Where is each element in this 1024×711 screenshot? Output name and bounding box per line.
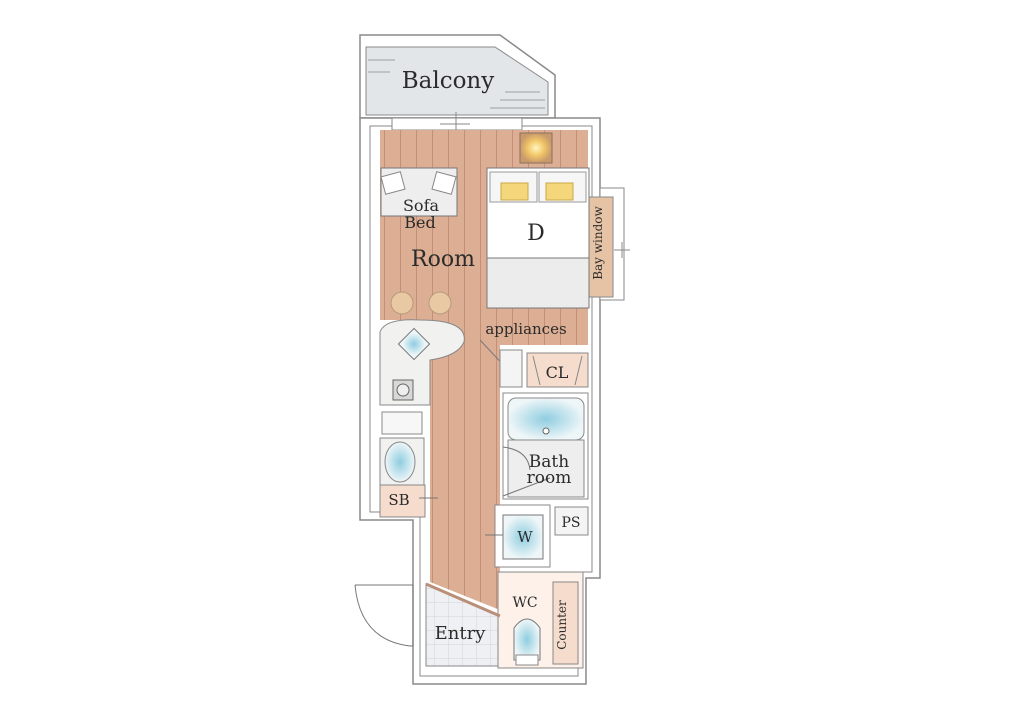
sofa-bed-label: Bed <box>404 213 435 232</box>
pipe-space <box>554 506 589 536</box>
appliances-label: appliances <box>485 320 566 338</box>
stool <box>390 291 414 315</box>
entrance-door <box>354 584 414 647</box>
closet-label: CL <box>546 363 569 382</box>
bed-label: D <box>527 221 545 246</box>
bathroom-label: Bath <box>529 452 569 472</box>
shoe-box-label: SB <box>388 491 409 509</box>
sofa-bed-label: Sofa <box>403 196 440 215</box>
balcony <box>359 34 556 119</box>
bathroom-label: room <box>527 468 572 488</box>
wc-label: WC <box>512 595 537 611</box>
entry-label: Entry <box>435 623 487 644</box>
bed <box>486 167 590 309</box>
washstand <box>379 411 425 487</box>
bathroom <box>502 392 589 500</box>
room-label: Room <box>411 247 475 272</box>
balcony-label: Balcony <box>402 68 495 94</box>
wc <box>497 571 584 669</box>
lamp-icon <box>519 132 553 164</box>
stool <box>428 291 452 315</box>
closet <box>526 352 589 388</box>
washer-space <box>485 504 551 568</box>
bay-window-label: Bay window <box>591 205 605 279</box>
bay-window <box>588 187 630 301</box>
kitchen-counter <box>379 319 465 406</box>
washer-label: W <box>517 528 533 546</box>
pipe-space-label: PS <box>561 515 580 531</box>
appliance-space <box>499 349 523 388</box>
counter-label: Counter <box>555 600 569 650</box>
shoe-box <box>379 484 426 518</box>
sofa-bed <box>380 167 458 217</box>
